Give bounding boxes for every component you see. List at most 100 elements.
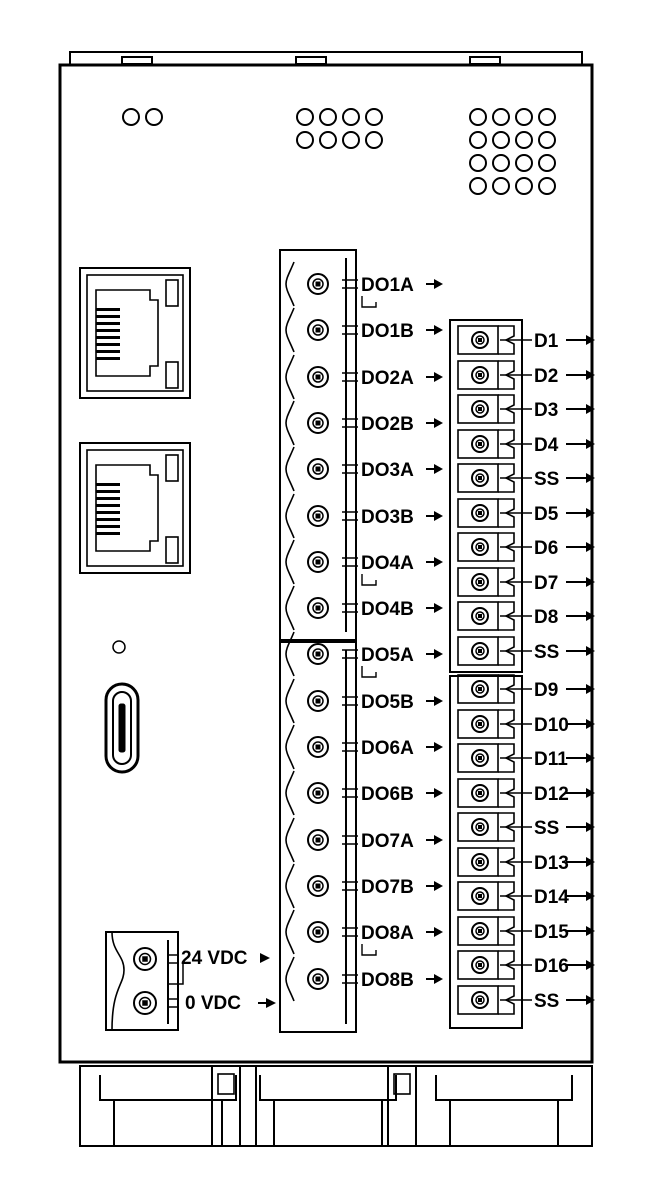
screw-terminal-icon [471,504,489,522]
digital-input-row: D1 [457,325,595,355]
digital-input-row: D15 [457,916,595,946]
relay-output-row: DO4A [285,539,443,586]
arrow-right-icon [578,646,595,656]
screw-terminal-icon [471,435,489,453]
relay-output-row: DO6B [285,770,443,816]
arrow-right-icon [578,335,595,345]
digital-input-label: D9 [534,680,558,701]
vent-hole [365,131,383,149]
relay-output-label: DO6B [361,784,414,805]
ethernet-port-1 [79,267,191,399]
digital-input-row: SS [457,636,595,666]
relay-output-row: DO3B [285,493,443,539]
vent-hole [342,108,360,126]
screw-terminal-icon [307,412,329,434]
arrow-right-icon [258,953,270,963]
screw-terminal-icon [133,947,157,971]
power-0v-label: 0 VDC [185,993,241,1014]
arrow-right-icon [426,974,443,984]
arrow-right-icon [578,960,595,970]
vent-hole [319,131,337,149]
arrow-right-icon [578,995,595,1005]
arrow-right-icon [578,857,595,867]
digital-input-row: D2 [457,360,595,390]
vent-hole [319,108,337,126]
digital-input-row: D12 [457,778,595,808]
relay-output-label: DO5A [361,645,414,666]
relay-output-label: DO7A [361,831,414,852]
screw-terminal-icon [307,968,329,990]
arrow-right-icon [426,372,443,382]
arrow-right-icon [578,719,595,729]
relay-output-label: DO8B [361,970,414,991]
screw-terminal-icon [307,643,329,665]
digital-input-row: D5 [457,498,595,528]
digital-input-row: D10 [457,709,595,739]
screw-terminal-icon [471,784,489,802]
vent-hole [515,154,533,172]
relay-output-row: DO8B [285,956,443,1002]
arrow-right-icon [578,788,595,798]
vent-hole [492,131,510,149]
digital-input-row: D16 [457,950,595,980]
screw-terminal-icon [307,690,329,712]
arrow-right-icon [426,696,443,706]
relay-output-label: DO1B [361,321,414,342]
screw-terminal-icon [471,469,489,487]
screw-terminal-icon [307,273,329,295]
digital-input-label: D7 [534,573,558,594]
arrow-right-icon [258,998,276,1008]
vent-hole [145,108,163,126]
relay-output-label: DO2B [361,414,414,435]
arrow-right-icon [426,557,443,567]
arrow-right-icon [426,464,443,474]
relay-output-label: DO7B [361,877,414,898]
arrow-right-icon [578,439,595,449]
screw-terminal-icon [307,366,329,388]
screw-terminal-icon [471,715,489,733]
relay-output-row: DO8A [285,909,443,956]
vent-hole [538,154,556,172]
digital-input-connector [449,319,523,1029]
digital-input-row: D7 [457,567,595,597]
arrow-right-icon [426,742,443,752]
relay-output-label: DO4B [361,599,414,620]
digital-input-terminals: D1D2D3D4SSD5D6D7D8SSD9D10D11D12SSD13D14D… [457,325,595,1015]
arrow-right-icon [578,542,595,552]
arrow-right-icon [578,577,595,587]
arrow-right-icon [426,927,443,937]
screw-terminal-icon [471,642,489,660]
relay-output-row: DO2B [285,400,443,446]
screw-terminal-icon [471,749,489,767]
relay-output-label: DO8A [361,923,414,944]
digital-input-label: D3 [534,400,558,421]
digital-input-label: D15 [534,922,569,943]
vent-hole [122,108,140,126]
relay-output-connector [279,249,357,1033]
screw-terminal-icon [307,921,329,943]
screw-terminal-icon [133,991,157,1015]
relay-output-row: DO6A [285,724,443,770]
arrow-right-icon [426,279,443,289]
screw-terminal-icon [471,538,489,556]
vent-hole [538,131,556,149]
vent-hole [515,177,533,195]
screw-terminal-icon [471,680,489,698]
digital-input-label: D5 [534,504,559,525]
digital-input-label: SS [534,818,559,839]
arrow-right-icon [578,684,595,694]
digital-input-label: D16 [534,956,569,977]
digital-input-row: D8 [457,601,595,631]
arrow-right-icon [578,822,595,832]
arrow-right-icon [578,926,595,936]
vent-hole [469,177,487,195]
digital-input-label: SS [534,469,559,490]
vent-hole [515,131,533,149]
relay-output-label: DO4A [361,553,414,574]
din-rail-clips [79,1065,593,1147]
digital-input-row: SS [457,985,595,1015]
power-label-24v: 24 VDC [181,948,270,969]
vent-hole [538,177,556,195]
power-label-0v: 0 VDC [185,993,276,1014]
digital-input-label: D1 [534,331,559,352]
